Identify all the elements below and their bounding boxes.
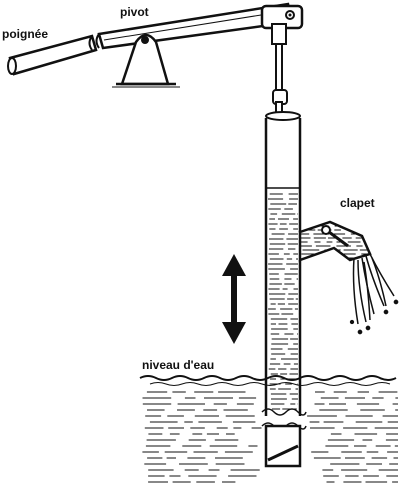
pump-cylinder <box>261 111 307 416</box>
valve-label: clapet <box>340 196 375 210</box>
piston-rod <box>271 23 288 115</box>
foot-valve-section <box>261 422 307 468</box>
lever-clevis <box>260 4 304 30</box>
water-surface <box>139 375 397 381</box>
pivot-label: pivot <box>120 5 149 19</box>
water-hatching <box>142 391 398 483</box>
double-arrow-icon <box>222 254 246 344</box>
spout <box>298 220 372 262</box>
water-outflow <box>349 253 399 335</box>
water-level-label: niveau d'eau <box>142 358 215 372</box>
pivot-support <box>112 33 180 88</box>
water-surface-shadow <box>149 382 391 386</box>
handle-label: poignée <box>2 27 49 41</box>
